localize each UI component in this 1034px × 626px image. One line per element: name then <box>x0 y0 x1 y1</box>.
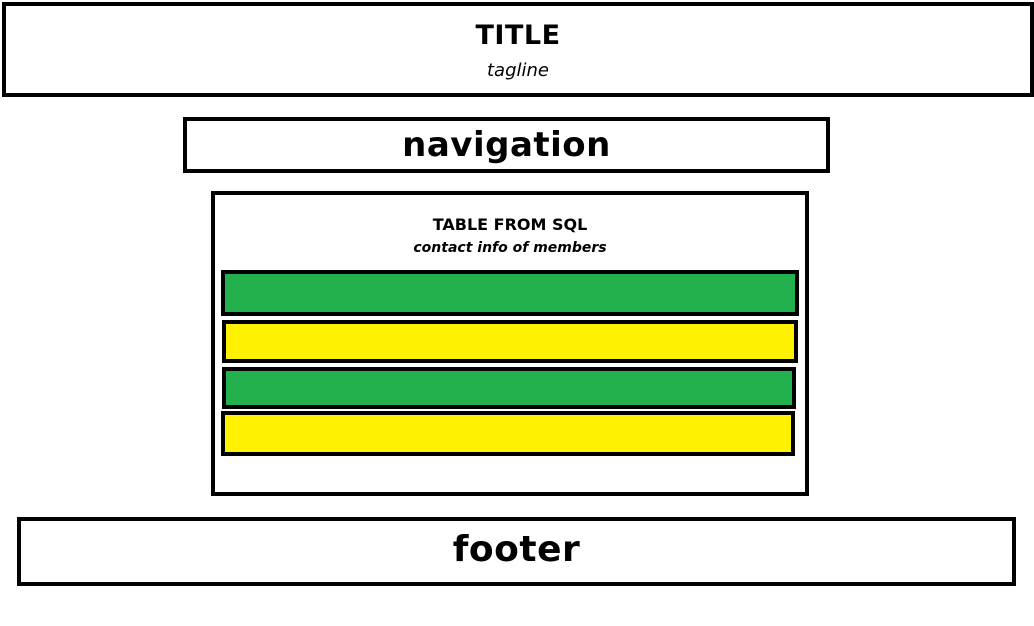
navigation-bar[interactable]: navigation <box>183 117 830 173</box>
table-title: TABLE FROM SQL <box>432 215 588 234</box>
table-row <box>222 320 798 363</box>
table-subtitle: contact info of members <box>413 240 607 256</box>
navigation-label: navigation <box>402 125 611 165</box>
header-section: TITLE tagline <box>2 2 1034 97</box>
footer-label: footer <box>452 529 581 570</box>
table-row <box>221 411 795 456</box>
table-row <box>222 367 796 409</box>
page-tagline: tagline <box>487 60 549 81</box>
page-title: TITLE <box>475 20 561 51</box>
footer-section: footer <box>17 517 1016 586</box>
table-row <box>221 270 799 316</box>
